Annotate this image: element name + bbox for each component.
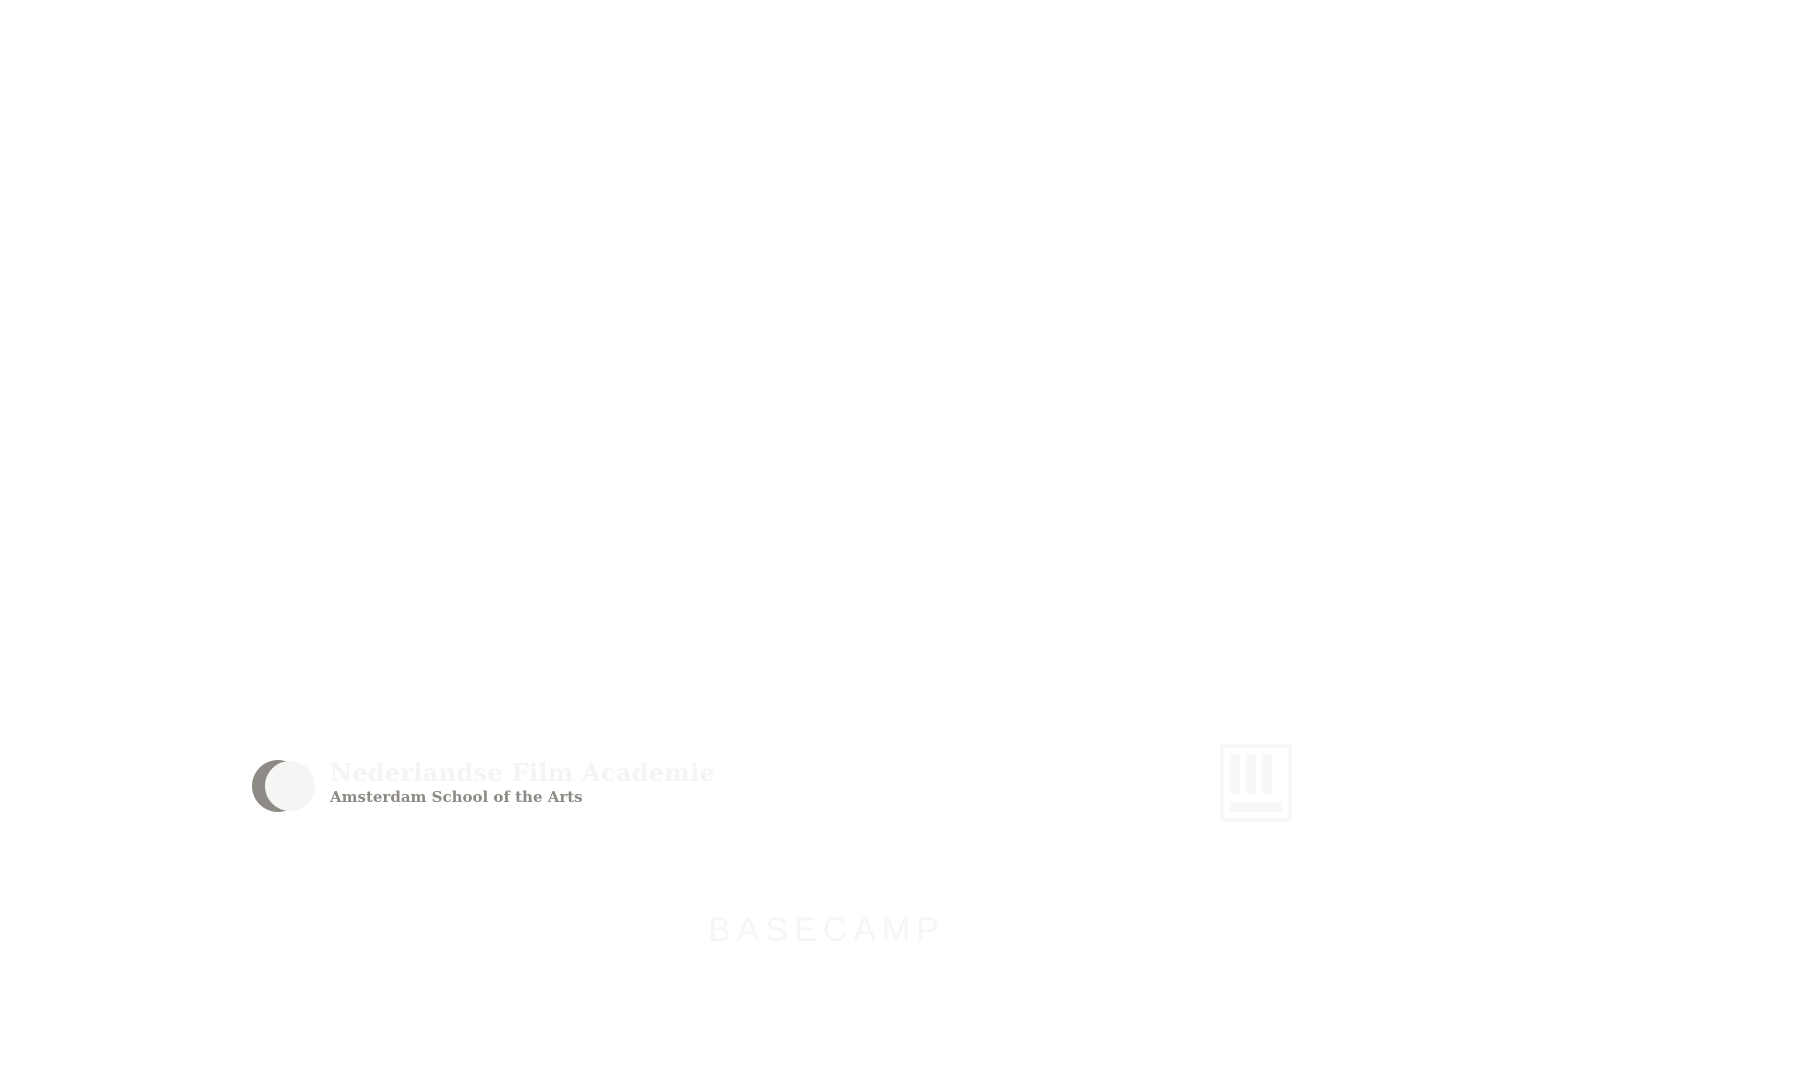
nfa-subtitle: Amsterdam School of the Arts [330, 788, 583, 806]
basecamp-logo[interactable]: BASECAMP [708, 911, 945, 949]
nfa-logo[interactable]: Nederlandse Film Academie Amsterdam Scho… [252, 758, 715, 814]
crescent-logo-icon [252, 760, 315, 812]
film-fund-logo-icon [1220, 744, 1292, 822]
nfa-title: Nederlandse Film Academie [330, 758, 716, 787]
film-fund-logo[interactable] [1208, 740, 1304, 826]
